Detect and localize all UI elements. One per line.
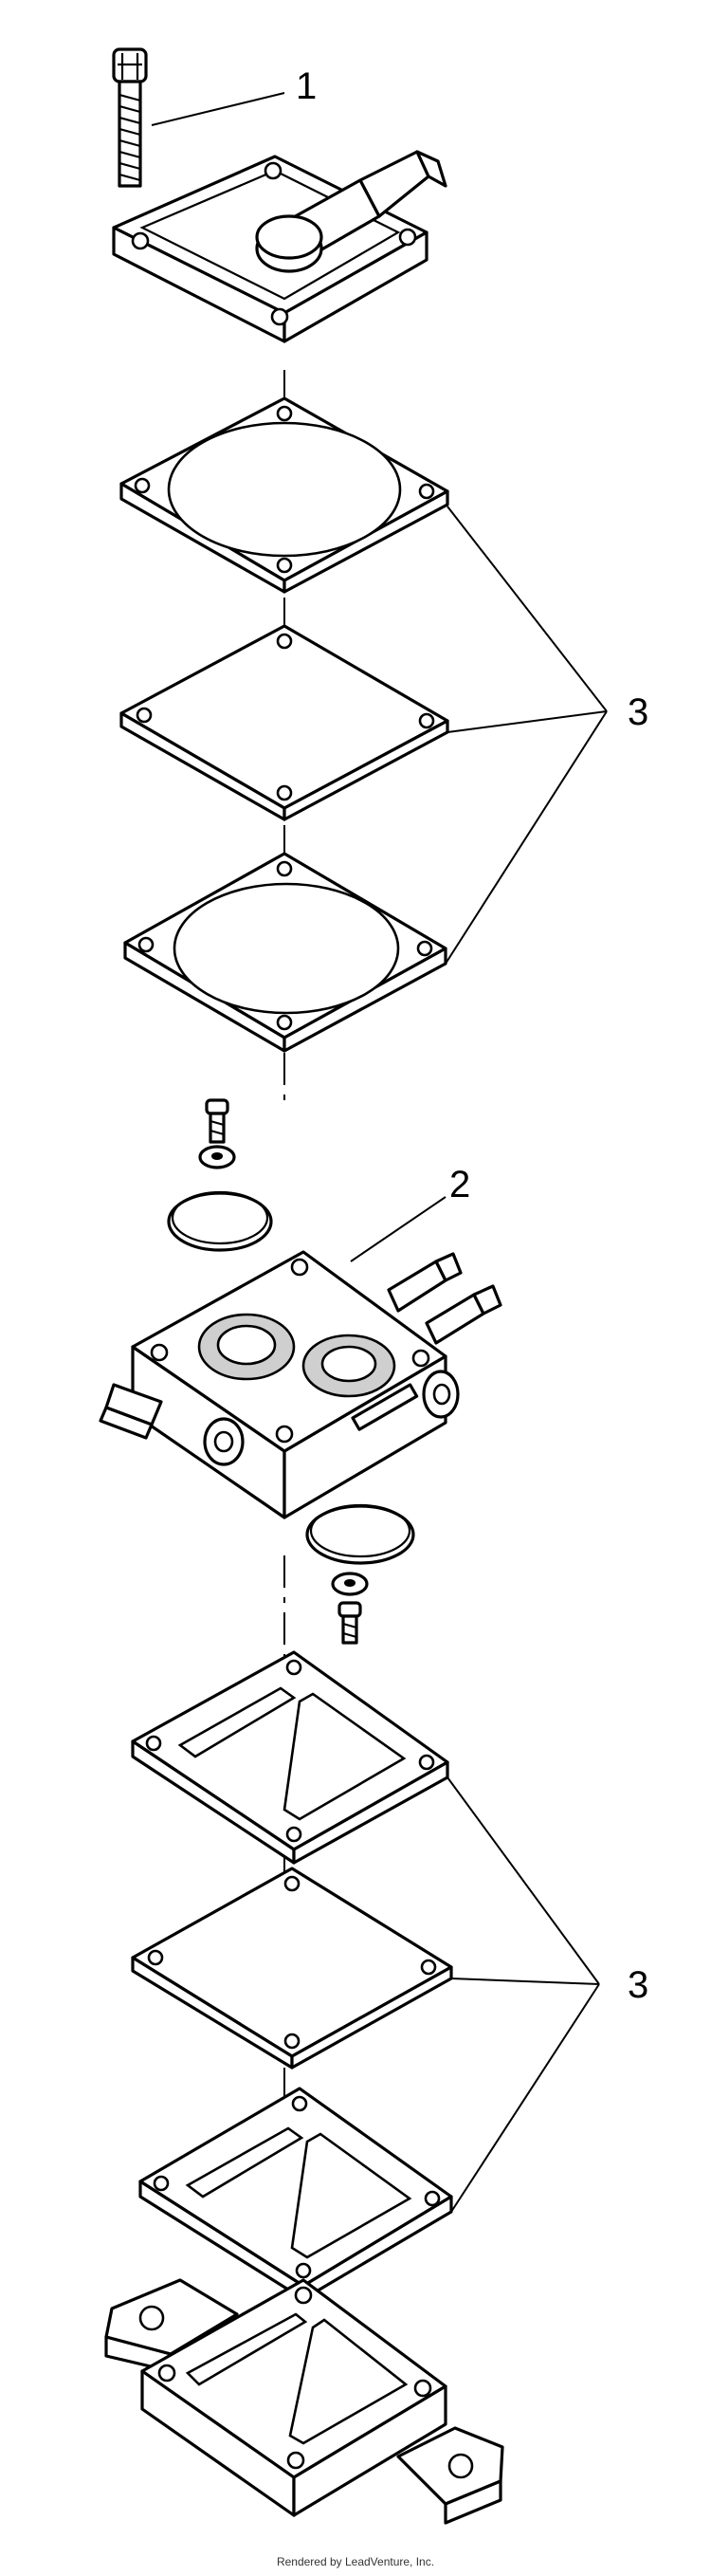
callout-leader-upper-gasket-set [445,506,608,965]
callout-label-screw: 1 [296,65,317,107]
pump-base-flange [104,2278,504,2525]
callout-leader-pump-body [350,1196,447,1262]
callout-leader-lower-gasket-set [447,1776,600,2213]
callout-label-lower-gasket-set: 3 [628,1964,648,2006]
lower-valve-washer [331,1572,369,1596]
upper-valve-washer [198,1145,236,1169]
lower-diaphragm-sheet [131,1867,453,2070]
screw-part [112,47,148,188]
callout-leader-screw [151,92,285,126]
lower-valve-screw [337,1601,362,1645]
callout-label-pump-body: 2 [449,1164,470,1205]
upper-gasket-ring-2 [123,852,447,1053]
pump-top-cover [112,150,447,343]
lower-valve-gasket-2 [138,2087,453,2301]
callout-label-upper-gasket-set: 3 [628,691,648,733]
lower-valve-disc [305,1503,415,1565]
upper-valve-disc [167,1190,273,1252]
pump-body-part [99,1250,502,1519]
upper-valve-screw [205,1098,229,1144]
upper-gasket-ring-1 [119,396,449,594]
lower-valve-gasket-1 [131,1650,449,1865]
upper-diaphragm-sheet [119,624,449,821]
render-credit: Rendered by LeadVenture, Inc. [276,2555,435,2568]
